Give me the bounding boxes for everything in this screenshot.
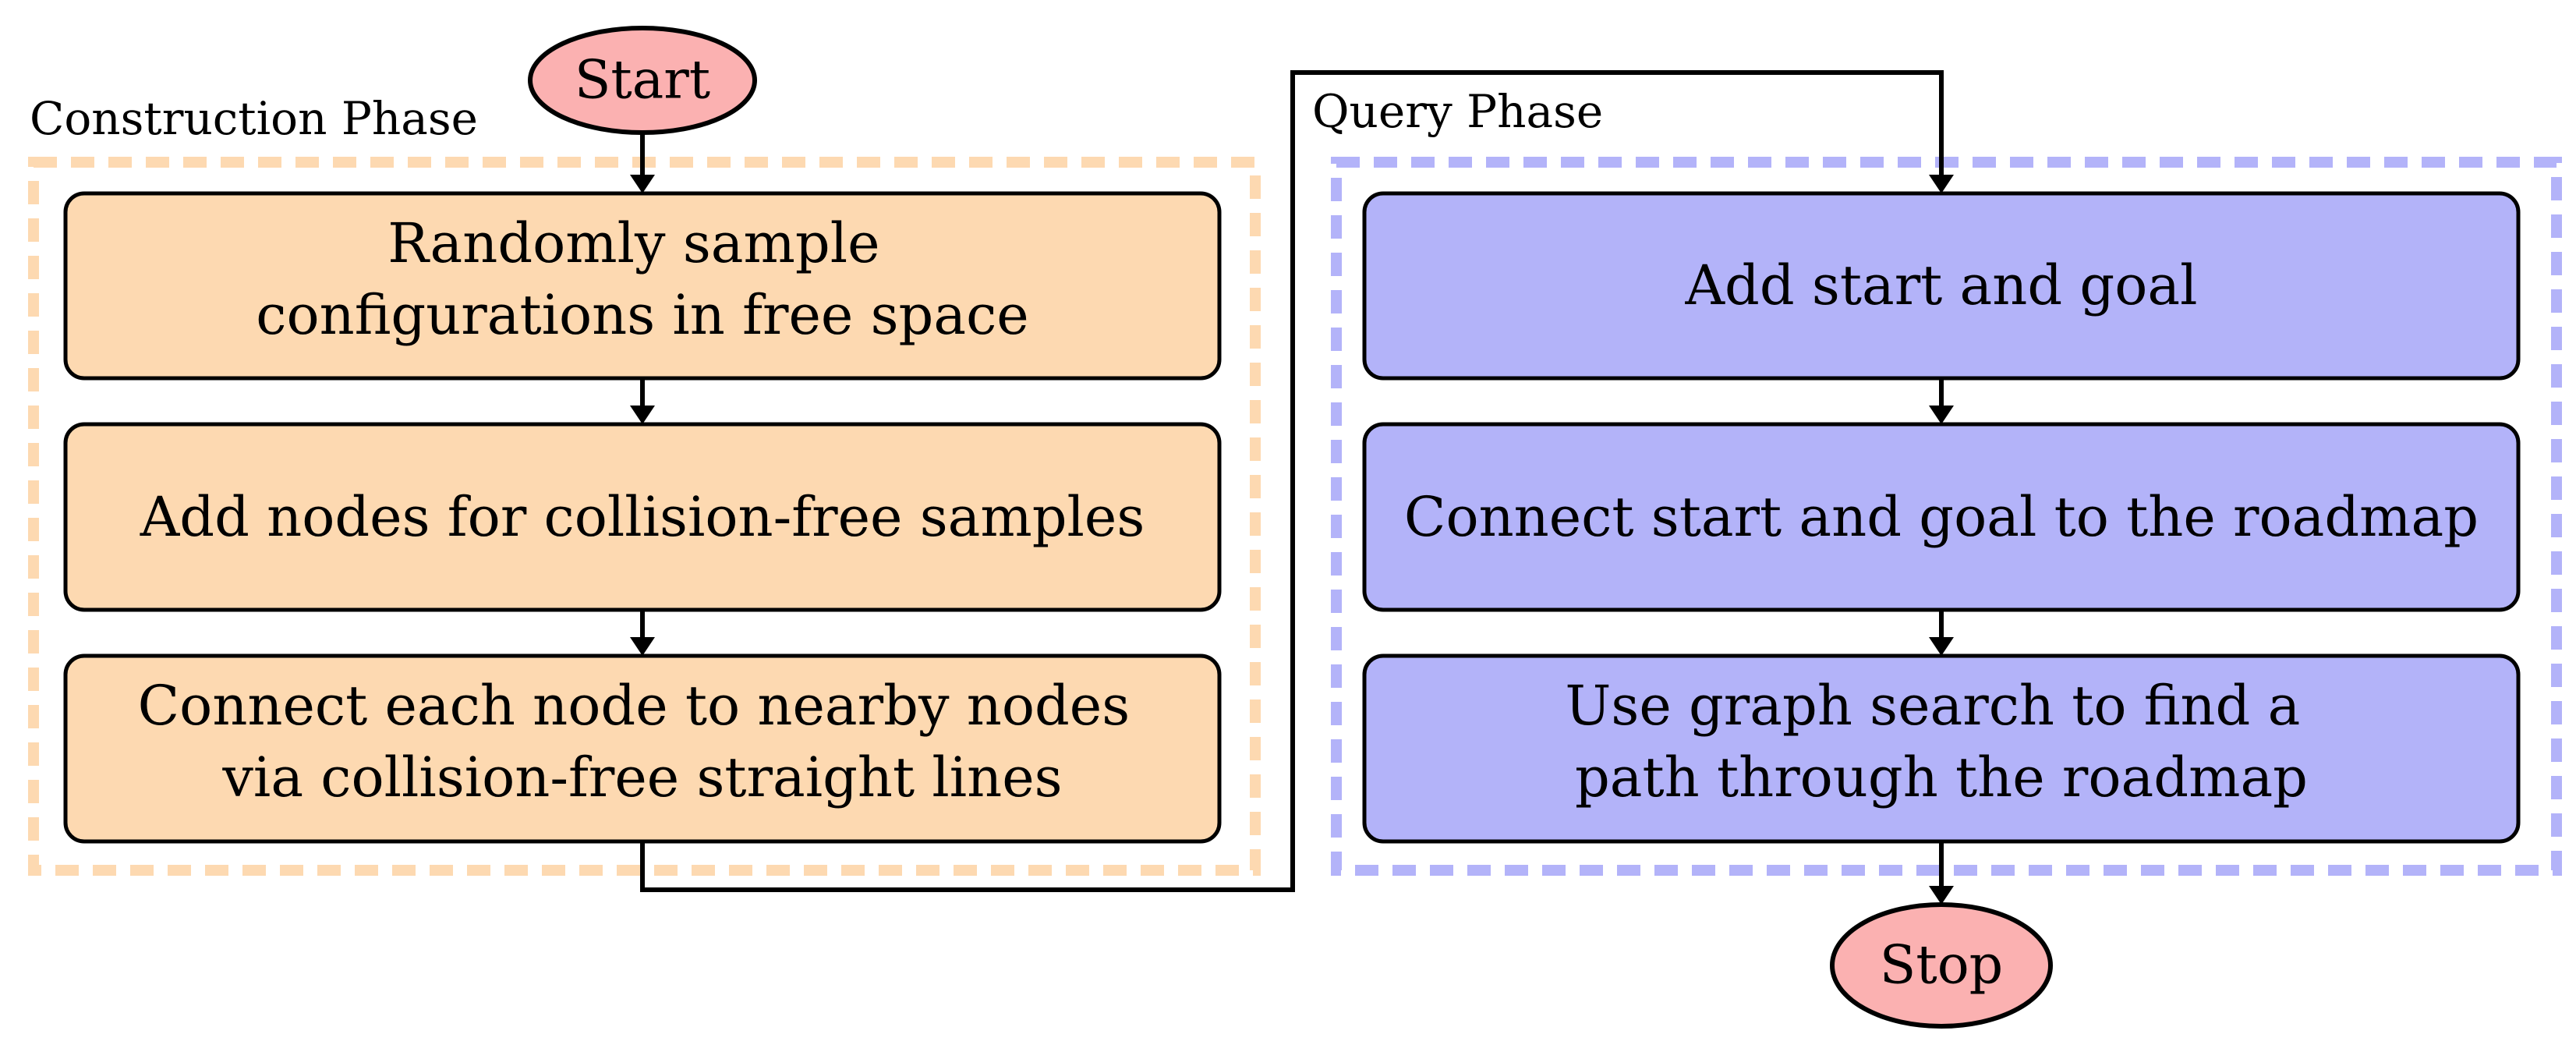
q1-to-q2-arrowhead [1929,406,1954,424]
stop-label: Stop [1880,935,2003,997]
q2-to-q3-arrowhead [1929,637,1954,656]
start-label: Start [575,50,710,112]
construction-step-2-text: Add nodes for collision-free samples [140,485,1145,549]
construction-step-2: Add nodes for collision-free samples [63,422,1222,612]
construction-step-3: Connect each node to nearby nodes via co… [63,653,1222,844]
query-step-2-text: Connect start and goal to the roadmap [1404,485,2479,549]
query-phase-container [1331,157,2562,876]
construction-phase-label: Construction Phase [30,92,478,145]
construction-step-1: Randomly sample configurations in free s… [63,191,1222,381]
start-to-step1-arrowhead [630,175,655,193]
c1-to-c2-arrowhead [630,406,655,424]
query-phase-label: Query Phase [1312,85,1603,138]
query-step-1-text: Add start and goal [1684,253,2197,317]
query-step-3: Use graph search to find a path through … [1362,653,2521,844]
construction-to-query-connector [640,70,1944,892]
stop-terminal: Stop [1830,902,2053,1029]
start-terminal: Start [528,26,757,135]
query-step-3-text: Use graph search to find a path through … [1565,674,2317,809]
construction-to-query-arrowhead [1929,175,1954,193]
query-step-1: Add start and goal [1362,191,2521,381]
construction-step-1-text: Randomly sample configurations in free s… [256,211,1028,347]
q3-to-stop-arrowhead [1929,886,1954,905]
construction-step-3-text: Connect each node to nearby nodes via co… [138,674,1148,809]
query-step-2: Connect start and goal to the roadmap [1362,422,2521,612]
c2-to-c3-arrowhead [630,637,655,656]
